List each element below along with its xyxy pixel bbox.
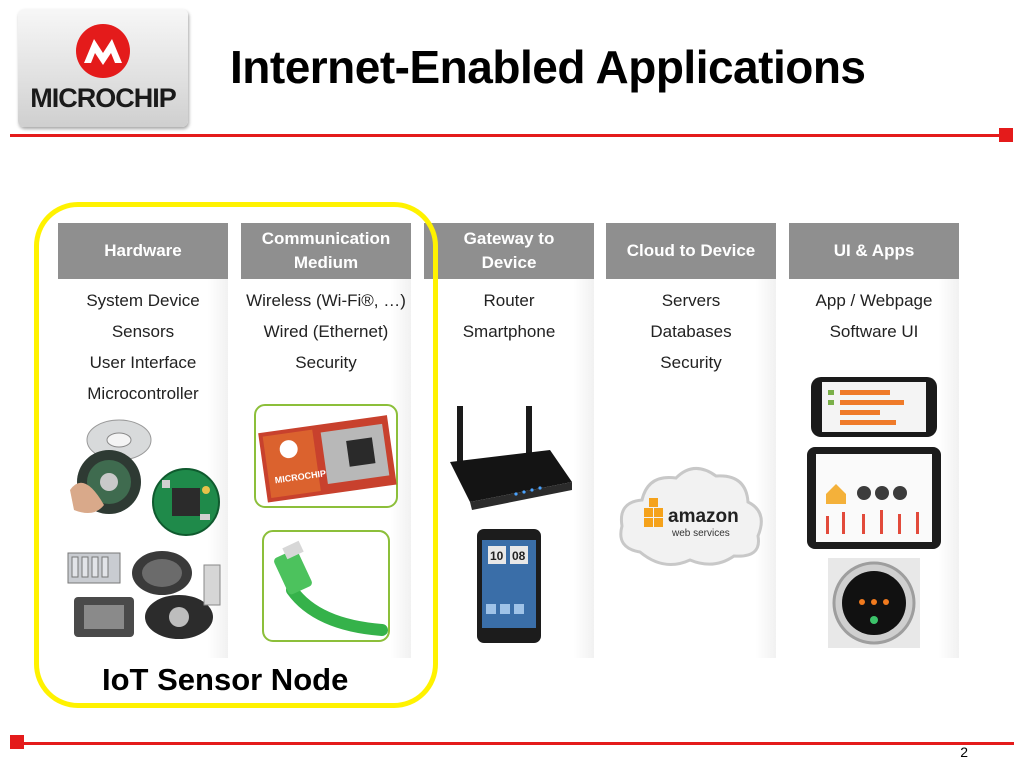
- column-hardware: Hardware System Device Sensors User Inte…: [58, 223, 228, 658]
- column-header: Communication Medium: [241, 223, 411, 279]
- bottom-divider-square: [10, 735, 24, 749]
- bottom-divider: [24, 742, 1014, 745]
- column-header-text: UI & Apps: [833, 241, 915, 260]
- router-photo: [450, 406, 572, 510]
- column-header-text: Communication: [261, 229, 391, 248]
- column-header: Cloud to Device: [606, 223, 776, 279]
- top-divider-square: [999, 128, 1013, 142]
- wifi-module-photo: MICROCHIP: [254, 404, 398, 508]
- column-header: Hardware: [58, 223, 228, 279]
- ethernet-cable-photo: [262, 530, 390, 642]
- phone-clock-minutes: 08: [512, 549, 526, 563]
- column-header: UI & Apps: [789, 223, 959, 279]
- list-item: Microcontroller: [87, 384, 199, 403]
- cloud-brand-text: amazon: [668, 506, 739, 527]
- list-item: Security: [660, 353, 722, 372]
- slide-title: Internet-Enabled Applications: [230, 41, 866, 93]
- list-item: System Device: [86, 291, 200, 310]
- list-item: Wireless (Wi-Fi®, …): [246, 291, 406, 310]
- phone-app-photo: [811, 377, 937, 437]
- column-header-text: Gateway to: [463, 229, 555, 248]
- column-header-text: Hardware: [104, 241, 182, 260]
- list-item: User Interface: [89, 353, 197, 372]
- amazon-web-services-cloud: amazon web services: [619, 467, 763, 566]
- device-parts-photo: [67, 551, 221, 639]
- list-item: Servers: [661, 291, 721, 310]
- column-header-text: Medium: [293, 253, 359, 272]
- column-header: Gateway to Device: [424, 223, 594, 279]
- column-header-text: Cloud to Device: [626, 241, 756, 260]
- list-item: App / Webpage: [815, 291, 933, 310]
- logo-wordmark: MICROCHIP: [30, 83, 177, 113]
- cloud-sub-text: web services: [671, 528, 730, 539]
- iot-sensor-node-highlight: [34, 202, 438, 708]
- column-cloud-to-device: Cloud to Device Servers Databases Securi…: [606, 223, 776, 658]
- smartphone-photo: 10 08: [477, 529, 541, 643]
- list-item: Router: [483, 291, 535, 310]
- smart-thermostat-photo: [828, 558, 920, 648]
- microchip-logo-icon: [76, 24, 130, 78]
- page-number: 2: [960, 744, 968, 760]
- sensor-disc-photo: [70, 419, 152, 514]
- list-item: Wired (Ethernet): [263, 322, 389, 341]
- list-item: Security: [295, 353, 357, 372]
- tablet-dashboard-photo: [807, 447, 941, 549]
- microchip-logo: MICROCHIP: [18, 9, 188, 127]
- phone-clock-hours: 10: [490, 549, 504, 563]
- list-item: Databases: [650, 322, 732, 341]
- list-item: Software UI: [829, 322, 919, 341]
- list-item: Smartphone: [462, 322, 556, 341]
- list-item: Sensors: [111, 322, 175, 341]
- iot-sensor-node-label: IoT Sensor Node: [102, 662, 349, 697]
- column-header-text: Device: [481, 253, 537, 272]
- round-circuit-board-photo: [152, 468, 220, 536]
- top-divider: [10, 134, 1000, 137]
